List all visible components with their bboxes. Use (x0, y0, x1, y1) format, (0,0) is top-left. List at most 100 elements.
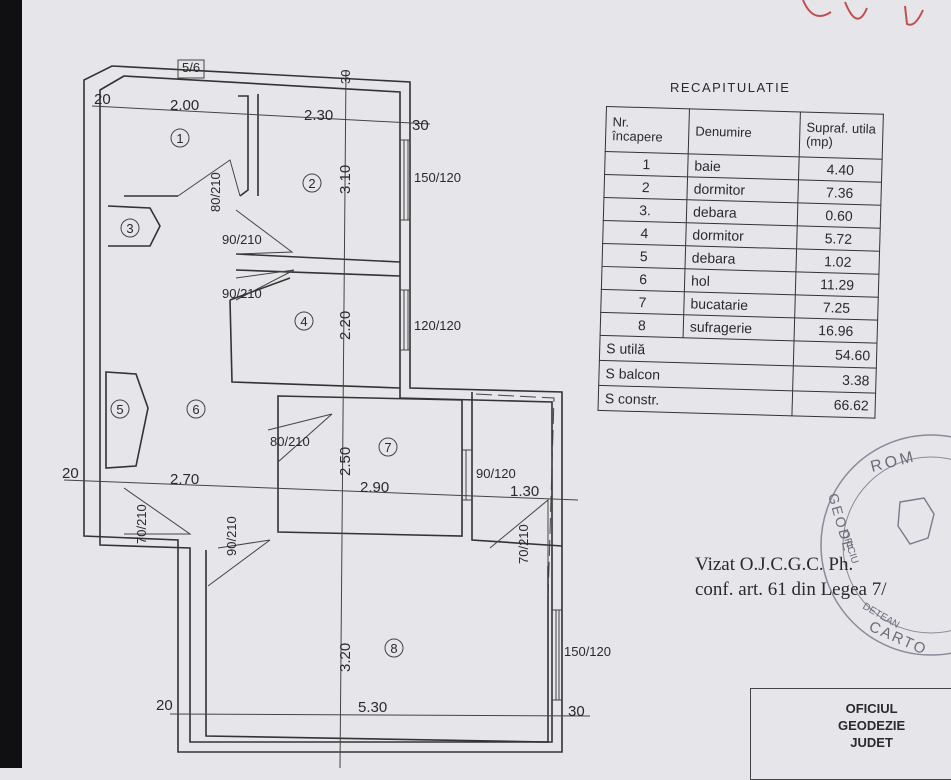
handwriting-scribble (802, 0, 924, 26)
room-4: 4 (300, 314, 307, 329)
cell-nr: 8 (600, 312, 684, 338)
cell-area: 7.36 (797, 179, 882, 206)
photo-dark-edge (0, 0, 22, 768)
dim-line-mid (63, 479, 579, 501)
wall-room1 (124, 95, 249, 197)
room-5: 5 (116, 402, 123, 417)
office-line1: OFICIUL (845, 701, 898, 716)
wall-room2 (235, 94, 401, 277)
recap-title: RECAPITULATIE (670, 80, 791, 95)
label-door-balc: 70/210 (516, 524, 531, 564)
wall-balcony-side (471, 392, 563, 547)
door-swing-2 (235, 209, 294, 255)
room-1: 1 (176, 131, 183, 146)
cell-area: 0.60 (797, 202, 881, 229)
wall-balcony (475, 393, 555, 601)
recap-table: Nr. încapere Denumire Supraf. utila (mp)… (597, 106, 884, 419)
office-line2: GEODEZIE (838, 718, 906, 733)
cell-nr: 7 (600, 289, 685, 315)
dim-20-top: 20 (94, 91, 111, 108)
vizat-line2: conf. art. 61 din Legea 7/ (695, 579, 887, 600)
wall-room8 (205, 550, 549, 743)
door-swing-7 (267, 413, 333, 463)
cell-name: sufragerie (683, 314, 795, 341)
total-value: 54.60 (793, 340, 877, 369)
dim-line-vert (339, 69, 347, 769)
room-2: 2 (308, 176, 315, 191)
vizat-note: Vizat O.J.C.G.C. Ph. conf. art. 61 din L… (695, 552, 887, 602)
window-2 (400, 139, 410, 221)
door-swing-4 (235, 269, 295, 301)
dim-530: 5.30 (358, 699, 387, 716)
label-door8: 90/210 (224, 516, 239, 556)
room-8: 8 (390, 641, 397, 656)
dim-30-bot: 30 (568, 703, 585, 720)
cell-area: 5.72 (796, 225, 881, 252)
dim-line-top (91, 105, 431, 125)
wall-closet3 (107, 205, 161, 247)
dim-20-mid: 20 (62, 465, 79, 482)
cell-nr: 1 (604, 151, 689, 177)
cell-nr: 5 (602, 243, 686, 269)
cell-name: dormitor (686, 176, 799, 203)
label-win4: 120/120 (414, 318, 461, 333)
label-door3: 90/210 (222, 232, 262, 247)
inner-outline (99, 75, 553, 743)
stamp-top: ROM (869, 448, 918, 476)
official-stamp: ROM GEODE OFICIU DETEAN CARTO (820, 434, 951, 659)
window-7 (462, 449, 472, 501)
room-labels: 1 2 3 4 5 6 7 8 (110, 128, 404, 658)
room-3: 3 (126, 221, 133, 236)
total-label: S constr. (597, 385, 793, 416)
label-win8: 150/120 (564, 644, 611, 659)
dim-30-vert: 30 (338, 70, 353, 84)
cell-nr: 2 (603, 174, 688, 200)
label-door7: 80/210 (270, 434, 310, 449)
cell-area: 16.96 (794, 317, 878, 344)
opening-labels: 5/6 150/120 120/120 90/120 150/120 80/21… (134, 60, 611, 659)
cell-name: baie (687, 153, 800, 180)
office-label: OFICIUL GEODEZIE JUDET (838, 700, 905, 751)
door-swing-8 (207, 539, 271, 587)
office-line3: JUDET (850, 735, 893, 750)
cell-name: hol (684, 268, 796, 295)
wall-room4 (229, 277, 401, 389)
room-7: 7 (384, 440, 391, 455)
dim-290: 2.90 (360, 479, 389, 496)
label-win2: 150/120 (414, 170, 461, 185)
cell-name: dormitor (685, 222, 798, 249)
outer-wall (83, 65, 563, 753)
dim-line-bot (169, 713, 591, 717)
label-door-hol: 70/210 (134, 504, 149, 544)
cell-name: debara (684, 245, 797, 272)
dim-320: 3.20 (337, 643, 354, 672)
total-value: 66.62 (791, 390, 876, 419)
label-door4: 90/210 (222, 286, 262, 301)
label-top-vent: 5/6 (182, 60, 200, 75)
door-swing-balc (489, 498, 549, 596)
top-vent (177, 59, 205, 79)
dim-310: 3.10 (337, 165, 354, 194)
dim-20-bot: 20 (156, 697, 173, 714)
vizat-line1: Vizat O.J.C.G.C. Ph. (695, 554, 854, 575)
header-nr: Nr. încapere (605, 106, 690, 154)
cell-nr: 6 (601, 266, 685, 292)
dim-30-top: 30 (412, 117, 429, 134)
header-supraf: Supraf. utila (mp) (799, 111, 884, 160)
door-swing-hol (123, 487, 192, 535)
dim-270: 2.70 (170, 471, 199, 488)
table-header-row: Nr. încapere Denumire Supraf. utila (mp) (605, 106, 884, 160)
cell-area: 1.02 (795, 248, 880, 275)
stamp-emblem (897, 497, 935, 545)
floor-plan: 1 2 3 4 5 6 7 8 20 2.00 2.30 30 30 3.10 … (62, 59, 611, 769)
wall-room7 (277, 395, 463, 537)
label-win7: 90/120 (476, 466, 516, 481)
label-door1: 80/210 (208, 172, 223, 212)
wall-closet5 (105, 371, 149, 469)
cell-area: 11.29 (795, 271, 879, 298)
window-8 (552, 609, 562, 701)
cell-nr: 4 (602, 220, 687, 246)
dim-220: 2.20 (337, 311, 354, 340)
dim-230: 2.30 (304, 107, 333, 124)
dim-200: 2.00 (170, 97, 199, 114)
